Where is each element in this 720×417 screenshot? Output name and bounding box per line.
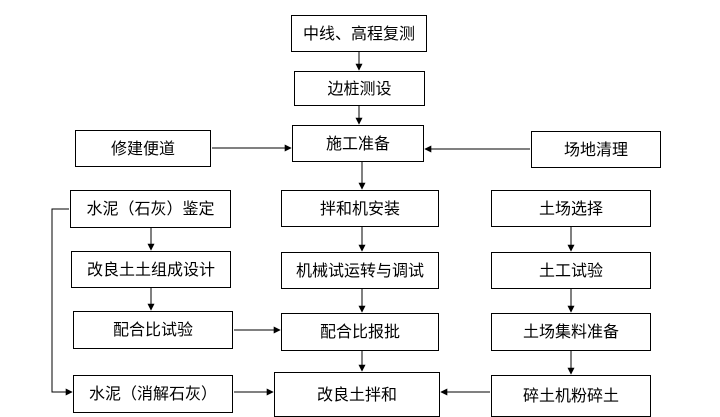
node-borrow-site-selection: 土场选择 [491,190,651,227]
node-mixer-installation: 拌和机安装 [281,190,439,227]
node-mix-ratio-report: 配合比报批 [281,313,439,351]
node-construction-preparation: 施工准备 [292,125,424,162]
node-centerline-elevation-resurvey: 中线、高程复测 [291,15,427,52]
node-soil-mix-design: 改良土土组成设计 [71,251,231,288]
node-mix-ratio-test: 配合比试验 [73,311,233,349]
arrow-identification-to-slaking [51,208,73,396]
node-machine-commissioning: 机械试运转与调试 [281,252,439,289]
node-cement-lime-identification: 水泥（石灰）鉴定 [70,190,231,228]
node-side-stake-setting: 边桩测设 [294,71,425,106]
node-geotechnical-test: 土工试验 [491,252,651,289]
node-soil-crusher: 碎土机粉碎土 [491,375,651,417]
node-borrow-site-aggregate-prep: 土场集料准备 [491,313,651,351]
node-access-road: 修建便道 [75,130,211,167]
node-cement-lime-slaking: 水泥（消解石灰） [73,375,233,413]
node-improved-soil-mixing: 改良土拌和 [274,372,440,417]
node-site-clearing: 场地清理 [531,131,661,168]
